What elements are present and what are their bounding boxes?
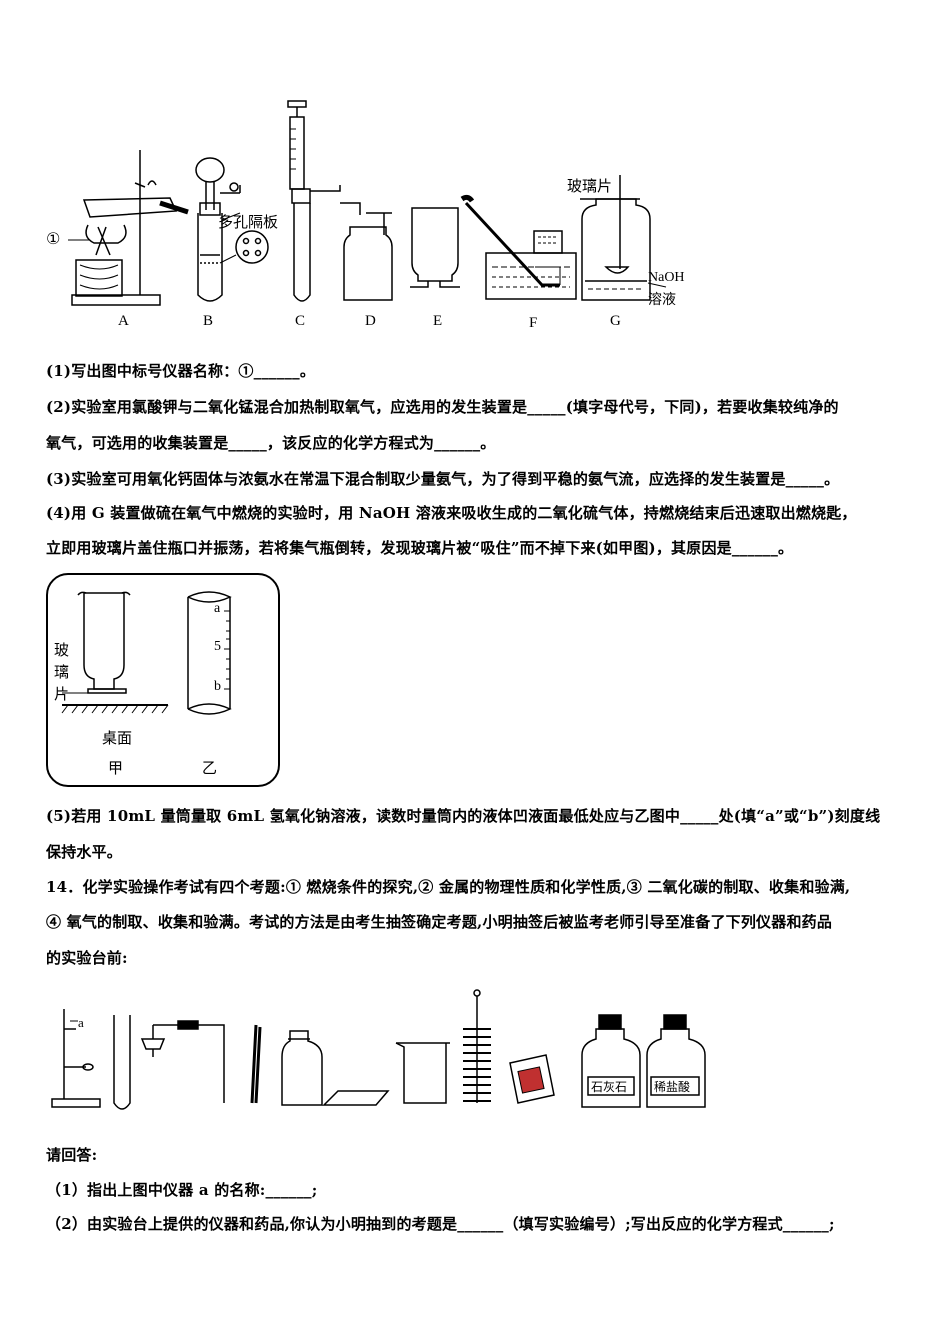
question-2-line1: (2)实验室用氯酸钾与二氧化锰混合加热制取氧气，应选用的发生装置是_____(填…: [46, 398, 839, 416]
q14-line3: 的实验台前:: [46, 949, 128, 967]
question-3: (3)实验室可用氧化钙固体与浓氨水在常温下混合制取少量氨气，为了得到平稳的氨气流…: [46, 470, 840, 488]
apparatus-label-c: C: [295, 313, 306, 329]
q14-line2: ④ 氧气的制取、收集和验满。考试的方法是由考生抽签确定考题,小明抽签后被监考老师…: [46, 913, 833, 931]
glass-char-1: 玻: [54, 641, 70, 659]
question-4-line2: 立即用玻璃片盖住瓶口并振荡，若将集气瓶倒转，发现玻璃片被“吸住”而不掉下来(如甲…: [46, 539, 794, 557]
solution-label: 溶液: [648, 292, 676, 308]
answer-sub-2: （2）由实验台上提供的仪器和药品,你认为小明抽到的考题是______（填写实验编…: [46, 1215, 835, 1233]
apparatus-label-e: E: [433, 313, 443, 329]
stand-base-a: [71, 294, 161, 306]
yi-label: 乙: [202, 759, 218, 777]
glass-char-2: 璃: [54, 663, 70, 681]
apparatus-label-a: A: [118, 313, 129, 329]
question-4-line1: (4)用 G 装置做硫在氧气中燃烧的实验时，用 NaOH 溶液来吸收生成的二氧化…: [46, 504, 857, 522]
apparatus-label-f: F: [529, 315, 538, 331]
mark-b: b: [214, 679, 221, 694]
apparatus-label-g: G: [610, 313, 621, 329]
circle-one-label: ①: [46, 229, 61, 248]
question-2-line2: 氧气，可选用的收集装置是_____，该反应的化学方程式为______。: [46, 434, 496, 452]
answer-sub-1: （1）指出上图中仪器 a 的名称:______;: [46, 1181, 318, 1199]
question-1: (1)写出图中标号仪器名称：①______。: [46, 362, 316, 380]
desk-label: 桌面: [102, 729, 133, 747]
glass-plate-label: 玻璃片: [567, 177, 613, 195]
question-5-line2: 保持水平。: [46, 843, 123, 861]
equipment-drawing: [51, 989, 706, 1110]
figure-jia-yi: 玻 璃 片 桌面 甲 乙 a 5 b: [46, 573, 280, 787]
mark-a: a: [214, 601, 221, 616]
apparatus-label-b: B: [203, 313, 214, 329]
instrument-a-label: a: [78, 1015, 84, 1030]
figure-apparatus: A B C D E F G ① 多孔隔板 玻璃片 NaOH 溶液: [40, 95, 720, 340]
jia-label: 甲: [108, 759, 124, 777]
question-5-line1: (5)若用 10mL 量筒量取 6mL 氢氧化钠溶液，读数时量筒内的液体凹液面最…: [46, 807, 881, 825]
apparatus-drawing: [68, 100, 667, 306]
jia-yi-drawing: [61, 591, 232, 715]
q14-line1: 14．化学实验操作考试有四个考题:① 燃烧条件的探究,② 金属的物理性质和化学性…: [46, 878, 851, 896]
figure-equipment: a 石灰石 稀盐酸: [46, 985, 706, 1115]
apparatus-label-d: D: [365, 313, 376, 329]
limestone-label: 石灰石: [591, 1080, 628, 1094]
naoh-label: NaOH: [648, 270, 685, 285]
glass-char-3: 片: [54, 685, 70, 703]
answer-prompt: 请回答:: [46, 1146, 98, 1164]
dilute-hcl-label: 稀盐酸: [654, 1080, 691, 1094]
perforated-plate-label: 多孔隔板: [218, 213, 279, 231]
mark-5: 5: [214, 639, 221, 654]
